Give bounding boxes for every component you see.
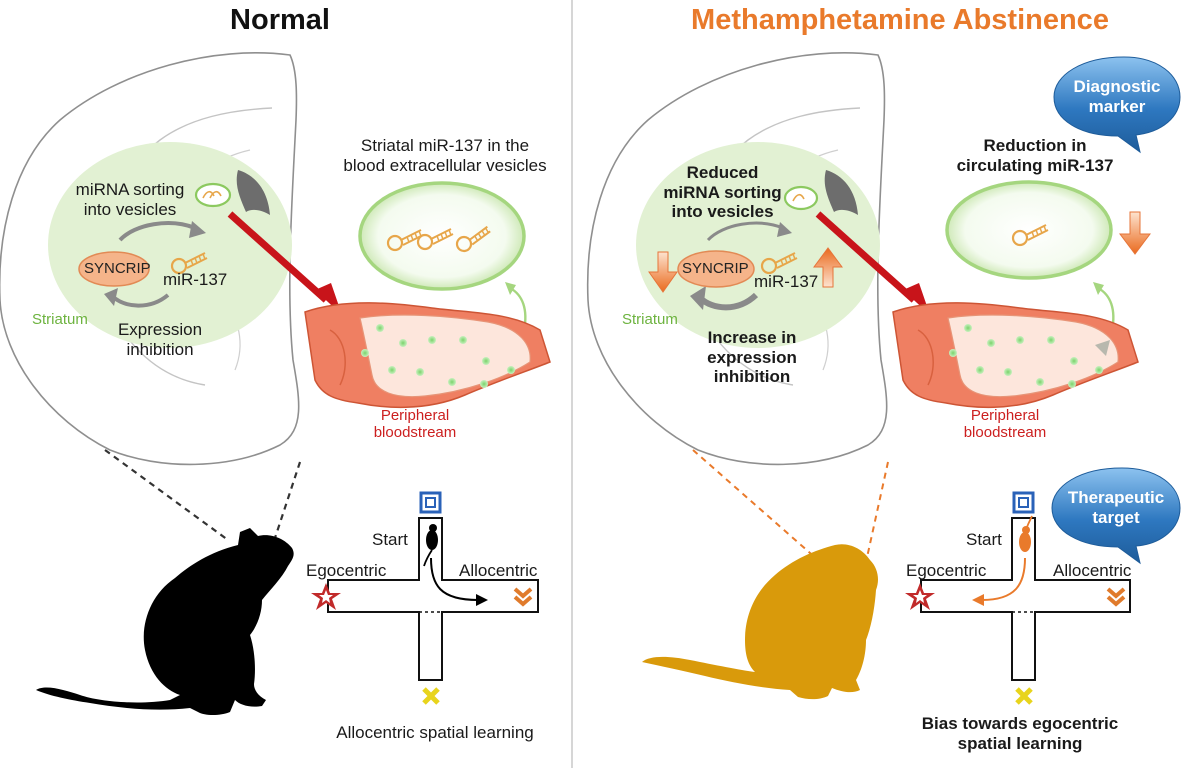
transport-arrow-meth [815, 211, 917, 303]
maze-rat-icon [423, 524, 438, 567]
syncrip-ellipse-meth [677, 250, 755, 288]
bloodstream-label: Peripheral bloodstream [373, 407, 457, 442]
meth-result-label: Bias towards egocentric spatial learning [921, 714, 1119, 753]
normal-title: Normal [230, 4, 330, 36]
zoom-line-left-meth [692, 449, 819, 561]
x-mark-icon-meth [1015, 687, 1033, 705]
bloodstream-label-meth: Peripheral bloodstream [963, 407, 1047, 442]
sorting-vesicle-meth [783, 185, 819, 211]
lateral-ventricle [236, 170, 270, 215]
increase-inhibition-label: Increase in expression inhibition [707, 328, 797, 387]
plus-maze-normal [327, 517, 539, 681]
allocentric-route-arrow [430, 557, 479, 601]
zoom-line-left [104, 449, 229, 541]
cycle-arrow-top [118, 221, 196, 242]
maze-allocentric-label-meth: Allocentric [1053, 561, 1132, 580]
cycle-arrow-top-meth [706, 221, 784, 242]
start-box-icon-meth [1012, 491, 1035, 514]
zoom-line-right [273, 461, 302, 539]
rat-silhouette-normal [36, 528, 294, 715]
syncrip-down-arrow [648, 251, 678, 293]
syncrip-label: SYNCRIP [84, 260, 151, 277]
chevron-double-icon [513, 587, 533, 607]
mir137-label: miR-137 [163, 270, 228, 289]
lateral-ventricle-meth [824, 170, 858, 215]
blood-vesicle-dots [361, 324, 515, 388]
expression-inhibition-label: Expression inhibition [117, 320, 203, 359]
maze-start-label: Start [372, 530, 408, 549]
chevron-double-icon-meth [1106, 587, 1126, 607]
reduction-circulating-label: Reduction in circulating miR-137 [956, 136, 1114, 175]
start-box-icon [419, 491, 442, 514]
star-icon [311, 583, 341, 610]
reduced-sorting-label: Reduced miRNA sorting into vesicles [663, 163, 782, 222]
x-mark-icon [422, 687, 440, 705]
maze-egocentric-label: Egocentric [306, 561, 387, 580]
zoom-line-right-meth [865, 461, 889, 563]
diagnostic-bubble [1053, 56, 1181, 154]
mir137-label-meth: miR-137 [754, 272, 819, 291]
maze-start-label-meth: Start [966, 530, 1002, 549]
rat-silhouette-meth [642, 544, 878, 700]
syncrip-label-meth: SYNCRIP [682, 260, 749, 277]
plus-maze-meth [920, 517, 1131, 681]
vesicle-caption: Striatal miR-137 in the blood extracellu… [343, 136, 547, 175]
striatum-label: Striatum [32, 311, 88, 328]
blood-vesicle-dots-meth [949, 324, 1103, 388]
normal-result-label: Allocentric spatial learning [336, 723, 534, 742]
cycle-arrow-bottom [110, 293, 170, 308]
striatum-label-meth: Striatum [622, 311, 678, 328]
therapeutic-bubble [1051, 467, 1181, 565]
meth-title: Methamphetamine Abstinence [691, 4, 1109, 36]
vesicle-down-arrow [1119, 211, 1151, 255]
maze-egocentric-label-meth: Egocentric [906, 561, 987, 580]
blood-vessel-meth [892, 302, 1139, 409]
transport-arrow [227, 211, 329, 303]
diagnostic-marker-label: Diagnostic marker [1073, 77, 1161, 116]
extracellular-vesicle-meth [945, 180, 1113, 280]
star-icon-meth [905, 583, 935, 610]
maze-rat-icon-meth [1019, 515, 1033, 552]
maze-allocentric-label: Allocentric [459, 561, 538, 580]
egocentric-route-arrow [981, 557, 1026, 601]
syncrip-ellipse [78, 251, 150, 287]
blood-vessel [304, 302, 551, 409]
mirna-sorting-label: miRNA sorting into vesicles [75, 180, 185, 219]
therapeutic-target-label: Therapeutic target [1067, 488, 1165, 527]
mir137-up-arrow [813, 247, 843, 288]
